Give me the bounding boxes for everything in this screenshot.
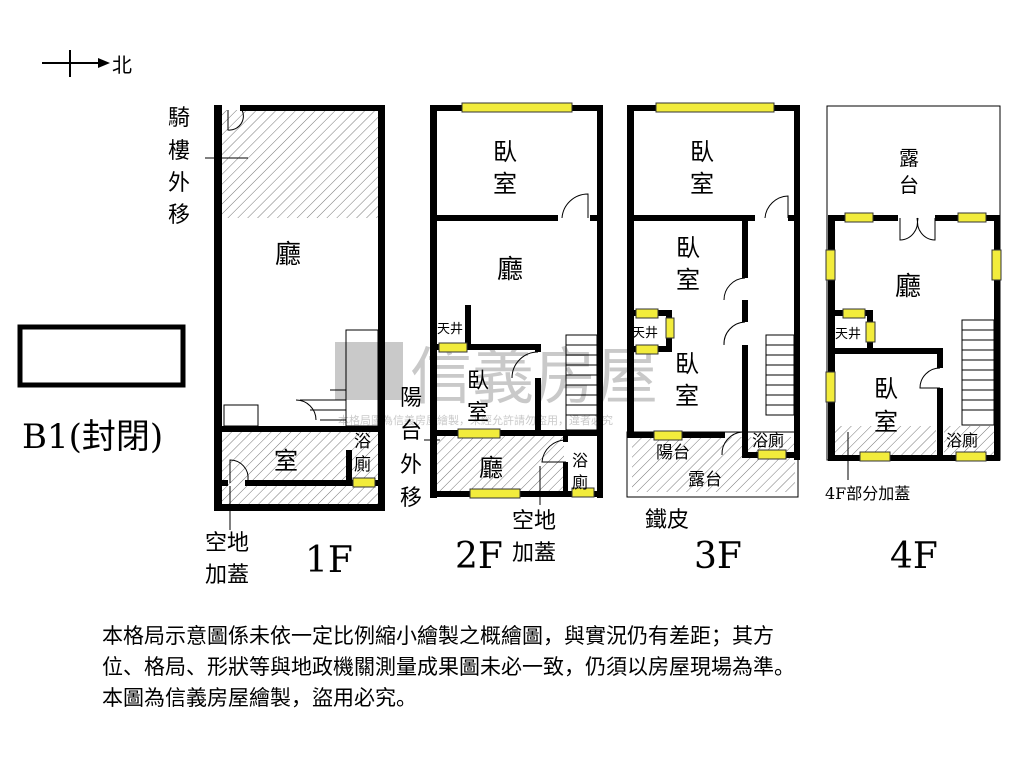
watermark-notice: 本格局圖為信義房屋繪製，未經允許請勿盜用，違者必究 (338, 413, 613, 427)
balcony-note-char: 陽 (400, 386, 422, 411)
floor-3f-plan (626, 102, 800, 498)
2f-bedroom-label: 臥 (493, 138, 517, 166)
floor-3f-label: 3F (694, 536, 742, 577)
north-arrow-icon (42, 50, 110, 77)
1f-hall-label: 廳 (275, 240, 301, 270)
3f-bedroom3-label: 臥 (675, 350, 699, 378)
2f-bedroom-label: 室 (493, 170, 517, 198)
3f-terrace-label: 露台 (688, 470, 722, 490)
3f-balcony-label: 陽台 (656, 443, 690, 463)
3f-bath-label: 浴廁 (752, 431, 784, 450)
balcony-note-char: 台 (400, 419, 422, 444)
disclaimer-line: 位、格局、形狀等與地政機關測量成果圖未必一致，仍須以房屋現場為準。 (102, 655, 795, 679)
b1-box (17, 324, 186, 388)
b1-label: B1(封閉) (22, 417, 163, 457)
disclaimer: 本格局示意圖係未依一定比例縮小繪製之概繪圖，與實況仍有差距；其方 位、格局、形狀… (102, 621, 1002, 714)
floor-1f-plan (205, 105, 385, 530)
arcade-note-char: 樓 (168, 139, 190, 164)
4f-terrace-label: 台 (899, 173, 919, 197)
1f-yard-note: 加蓋 (205, 563, 249, 588)
2f-lightwell-label: 天井 (437, 322, 463, 337)
balcony-note-char: 移 (400, 486, 422, 511)
1f-room-label: 室 (274, 447, 298, 475)
arcade-note: 騎 樓 外 移 (168, 106, 190, 228)
2f-yard-note: 加蓋 (512, 541, 556, 566)
1f-yard-note: 空地 (205, 531, 249, 556)
arcade-note-char: 外 (168, 171, 190, 196)
arcade-note-char: 移 (168, 203, 190, 228)
floor-2f-plan (424, 102, 603, 505)
3f-lightwell-label: 天井 (632, 326, 658, 341)
watermark-logo-icon (335, 342, 403, 400)
2f-bedroom2-label: 室 (467, 401, 489, 426)
floor-4f-plan (825, 105, 1002, 480)
3f-bedroom3-label: 室 (675, 382, 699, 410)
4f-hall-label: 廳 (895, 272, 921, 302)
north-label: 北 (112, 53, 132, 77)
4f-terrace-label: 露 (899, 146, 919, 170)
3f-bedroom2-label: 臥 (676, 234, 700, 262)
3f-iron-note: 鐵皮 (645, 508, 689, 533)
3f-bedroom1-label: 室 (690, 170, 714, 198)
floor-1f-label: 1F (305, 540, 353, 581)
disclaimer-line: 本圖為信義房屋繪製，盜用必究。 (102, 686, 417, 710)
2f-bath-label: 浴 (572, 451, 588, 470)
2f-hall2-label: 廳 (479, 454, 503, 482)
4f-bath-label: 浴廁 (946, 431, 978, 450)
4f-bedroom-label: 室 (874, 408, 898, 436)
balcony-note: 陽 台 外 移 (400, 386, 422, 511)
3f-bedroom1-label: 臥 (690, 138, 714, 166)
2f-bedroom2-label: 臥 (467, 369, 489, 394)
4f-addition-note: 4F部分加蓋 (825, 484, 910, 503)
balcony-note-char: 外 (400, 453, 422, 478)
disclaimer-line: 本格局示意圖係未依一定比例縮小繪製之概繪圖，與實況仍有差距；其方 (102, 624, 774, 648)
1f-bath-label: 浴 (354, 432, 371, 452)
2f-yard-note: 空地 (512, 509, 556, 534)
2f-bath-label: 廁 (572, 473, 588, 492)
4f-bedroom-label: 臥 (874, 375, 898, 403)
floor-2f-label: 2F (455, 536, 503, 577)
3f-bedroom2-label: 室 (676, 266, 700, 294)
1f-bath-label: 廁 (354, 454, 371, 475)
arcade-note-char: 騎 (168, 106, 190, 131)
4f-lightwell-label: 天井 (835, 327, 861, 342)
2f-hall-label: 廳 (497, 255, 523, 285)
floor-4f-label: 4F (890, 536, 938, 577)
